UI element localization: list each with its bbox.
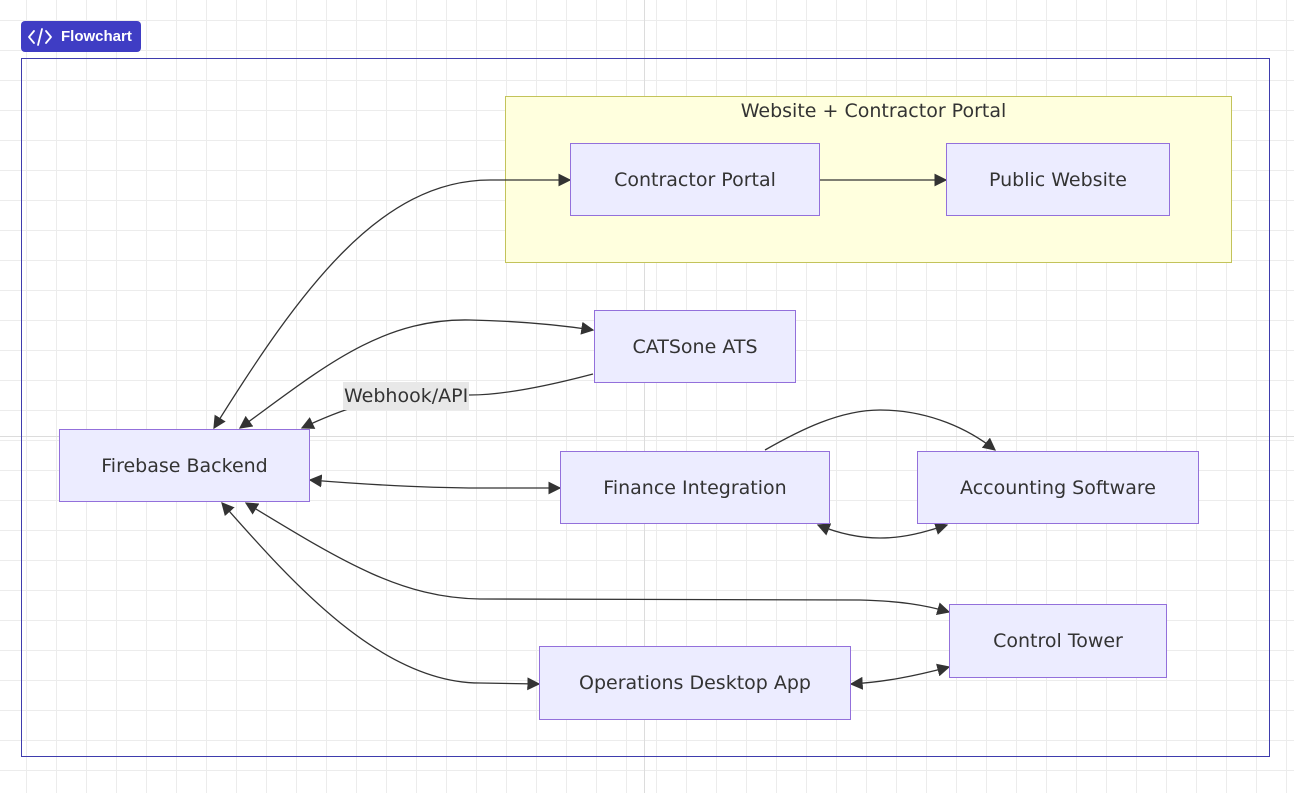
node-public-website[interactable]: Public Website [946,143,1170,216]
node-firebase-backend[interactable]: Firebase Backend [59,429,310,502]
subgraph-title: Website + Contractor Portal [740,100,1007,122]
edge-firebase-finance [308,474,562,495]
edge-firebase-operations [221,502,541,691]
grid-major-vertical [644,0,645,793]
code-icon [28,27,52,46]
node-accounting-software[interactable]: Accounting Software [917,451,1199,524]
grid-major-horizontal [0,436,1294,437]
node-operations-desktop-app[interactable]: Operations Desktop App [539,646,851,720]
diagram-frame [21,58,1270,757]
edge-finance-accounting-both [816,522,949,539]
node-finance-integration[interactable]: Finance Integration [560,451,830,524]
edge-label-webhook-api: Webhook/API [343,382,470,410]
node-contractor-portal[interactable]: Contractor Portal [570,143,820,216]
edge-firebase-catsone [238,319,595,429]
node-control-tower[interactable]: Control Tower [949,604,1167,678]
edge-finance-accounting-forward [764,409,997,451]
edge-operations-control-tower [849,663,951,690]
node-catsone-ats[interactable]: CATSone ATS [594,310,796,383]
flowchart-badge[interactable]: Flowchart [21,21,141,52]
badge-label: Flowchart [61,28,132,45]
